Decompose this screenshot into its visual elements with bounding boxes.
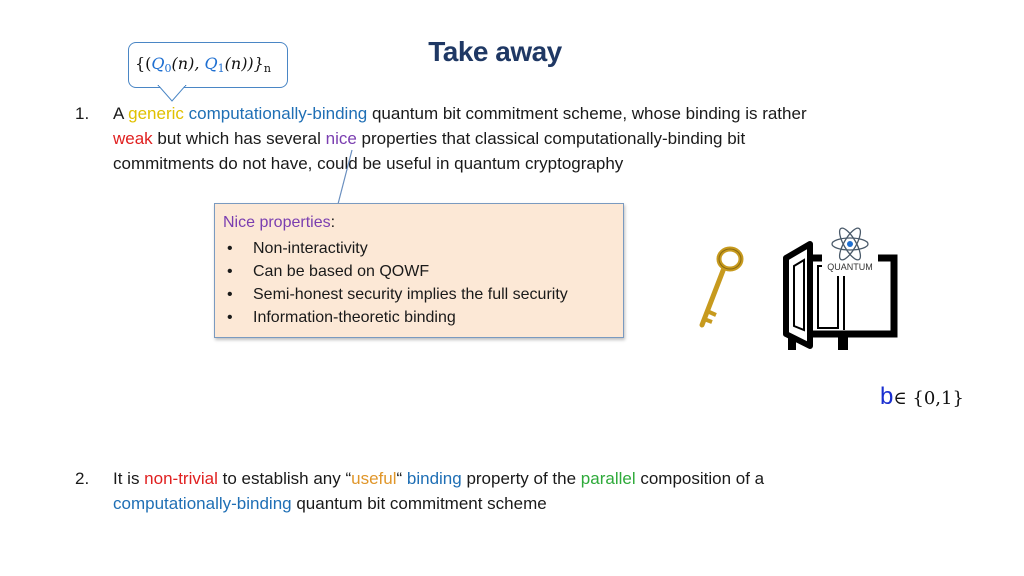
item-text: A generic computationally-binding quantu…	[113, 104, 807, 173]
bit-domain: ∈ {0,1}	[893, 388, 964, 409]
term-weak: weak	[113, 129, 153, 148]
callout-pointer-line	[337, 149, 353, 205]
term-nice: nice	[325, 129, 357, 148]
bit-variable: b	[880, 383, 894, 410]
list-item: •Non-interactivity	[227, 240, 368, 257]
nice-properties-box: Nice properties: •Non-interactivity •Can…	[214, 203, 624, 338]
term-parallel: parallel	[580, 469, 636, 488]
term-binding: binding	[406, 469, 462, 488]
page-title: Take away	[428, 36, 562, 67]
term-computationally-binding: computationally-binding	[113, 494, 292, 513]
properties-heading: Nice properties:	[223, 214, 336, 231]
list-item: •Semi-honest security implies the full s…	[227, 286, 568, 303]
takeaway-item-1: 1. A generic computationally-binding qua…	[75, 101, 975, 181]
term-computationally-binding: computationally-binding	[188, 104, 368, 123]
item-number: 1.	[75, 104, 90, 123]
term-non-trivial: non-trivial	[144, 469, 218, 488]
term-useful: useful	[351, 469, 397, 488]
item-number: 2.	[75, 469, 90, 488]
formula-text: {(Q0(n), Q1(n))}n	[135, 54, 271, 75]
term-generic: generic	[128, 104, 184, 123]
callout-tail	[157, 85, 187, 102]
takeaway-item-2: 2. It is non-trivial to establish any “u…	[75, 466, 975, 521]
list-item: •Information-theoretic binding	[227, 309, 456, 326]
quantum-badge: QUANTUM	[822, 224, 878, 276]
list-item: •Can be based on QOWF	[227, 263, 430, 280]
properties-list: •Non-interactivity •Can be based on QOWF…	[223, 237, 568, 329]
item-text: It is non-trivial to establish any “usef…	[113, 469, 765, 513]
quantum-label: QUANTUM	[827, 262, 873, 272]
bit-set-expression: b∈ {0,1}	[880, 383, 964, 411]
golden-key-icon	[699, 246, 744, 328]
atom-icon	[831, 227, 869, 261]
formula-callout: {(Q0(n), Q1(n))}n	[128, 42, 288, 88]
